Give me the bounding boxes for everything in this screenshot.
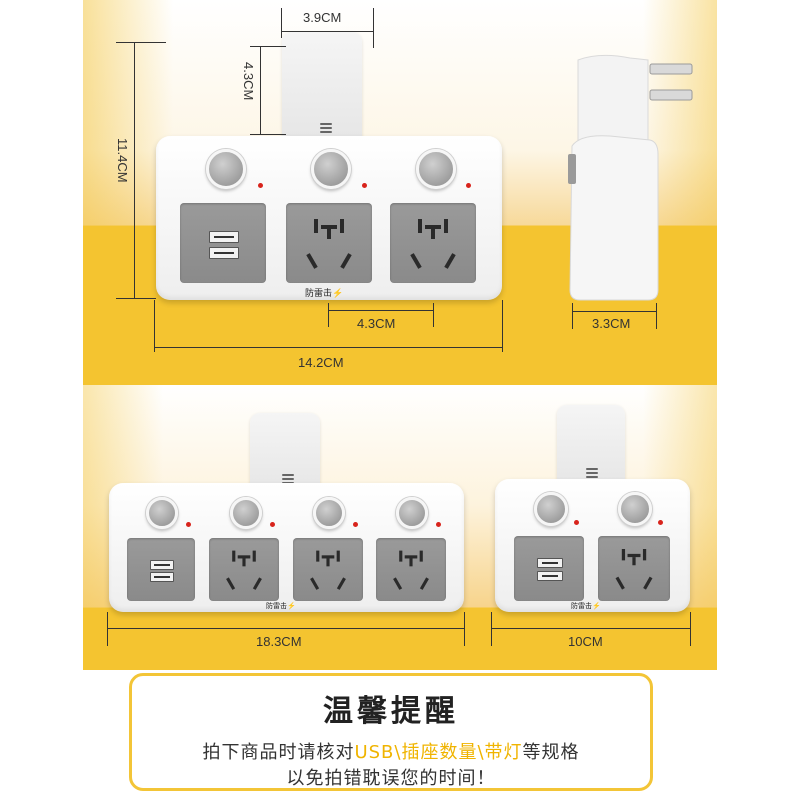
indicator-led — [466, 183, 471, 188]
reminder-line-2: 以免拍错耽误您的时间！ — [286, 768, 496, 789]
dim-width-three: 14.2CM — [298, 355, 344, 370]
dim-depth: 3.3CM — [592, 316, 631, 331]
usb-module — [127, 538, 195, 601]
socket-holes-icon — [226, 550, 262, 590]
switch-button — [396, 497, 428, 529]
dimension-line — [281, 31, 374, 32]
socket-holes-icon — [393, 550, 429, 590]
dim-total-height: 11.4CM — [115, 138, 130, 183]
dim-tab-width: 3.9CM — [303, 10, 342, 25]
dimension-line — [260, 46, 261, 134]
lightning-icon: ⚡ — [592, 602, 601, 610]
socket-holes-icon — [615, 549, 653, 590]
indicator-led — [574, 520, 579, 525]
usb-port-icon — [209, 231, 239, 243]
brand-label: 防雷击⚡ — [305, 286, 343, 299]
side-profile-icon — [568, 54, 693, 301]
indicator-led — [362, 183, 367, 188]
usb-port-icon — [537, 558, 563, 568]
reminder-title: 温馨提醒 — [323, 694, 459, 729]
vent-icon — [586, 468, 598, 478]
brand-text: 防雷击 — [571, 602, 592, 610]
dim-width-two: 10CM — [568, 634, 603, 649]
dim-socket-pitch: 4.3CM — [357, 316, 396, 331]
reminder-card: 温馨提醒 拍下商品时请核对USB\插座数量\带灯等规格 以免拍错耽误您的时间！ — [129, 673, 653, 791]
reminder-line-1: 拍下商品时请核对USB\插座数量\带灯等规格 — [132, 738, 650, 764]
vent-icon — [282, 474, 294, 484]
lightning-icon: ⚡ — [332, 289, 344, 299]
indicator-led — [258, 183, 263, 188]
switch-button — [534, 492, 568, 526]
brand-label: 防雷击⚡ — [266, 601, 296, 611]
plug-tab — [250, 413, 320, 493]
plug-tab — [557, 405, 625, 487]
usb-port-icon — [537, 571, 563, 581]
dim-width-four: 18.3CM — [256, 634, 302, 649]
ac-socket — [390, 203, 476, 283]
indicator-led — [270, 522, 275, 527]
reminder-line-1-suffix: 等规格 — [522, 742, 580, 763]
dimension-line — [328, 310, 434, 311]
dim-tab-height: 4.3CM — [241, 62, 256, 101]
switch-button — [146, 497, 178, 529]
ac-socket — [209, 538, 279, 601]
ac-socket — [376, 538, 446, 601]
dimension-line — [491, 628, 691, 629]
switch-button — [313, 497, 345, 529]
dimension-line — [572, 311, 657, 312]
indicator-led — [353, 522, 358, 527]
ac-socket — [286, 203, 372, 283]
vent-icon — [320, 123, 332, 133]
brand-text: 防雷击 — [305, 289, 333, 299]
usb-port-icon — [209, 247, 239, 259]
usb-port-icon — [150, 572, 174, 582]
switch-button — [311, 149, 351, 189]
ac-socket — [598, 536, 670, 601]
switch-button — [230, 497, 262, 529]
switch-button — [416, 149, 456, 189]
lightning-icon: ⚡ — [287, 602, 296, 610]
switch-button — [206, 149, 246, 189]
socket-holes-icon — [306, 219, 352, 269]
socket-holes-icon — [410, 219, 456, 269]
usb-port-icon — [150, 560, 174, 570]
plug-tab — [282, 32, 362, 142]
reminder-line-1-prefix: 拍下商品时请核对 — [202, 742, 355, 763]
switch-button — [618, 492, 652, 526]
brand-label: 防雷击⚡ — [571, 601, 601, 611]
usb-module — [514, 536, 584, 601]
dimension-line — [134, 42, 135, 298]
ac-socket — [293, 538, 363, 601]
dimension-line — [107, 628, 465, 629]
indicator-led — [436, 522, 441, 527]
reminder-highlight: USB\插座数量\带灯 — [354, 742, 523, 763]
indicator-led — [658, 520, 663, 525]
dimension-line — [154, 347, 503, 348]
usb-module — [180, 203, 266, 283]
brand-text: 防雷击 — [266, 602, 287, 610]
indicator-led — [186, 522, 191, 527]
socket-holes-icon — [310, 550, 346, 590]
